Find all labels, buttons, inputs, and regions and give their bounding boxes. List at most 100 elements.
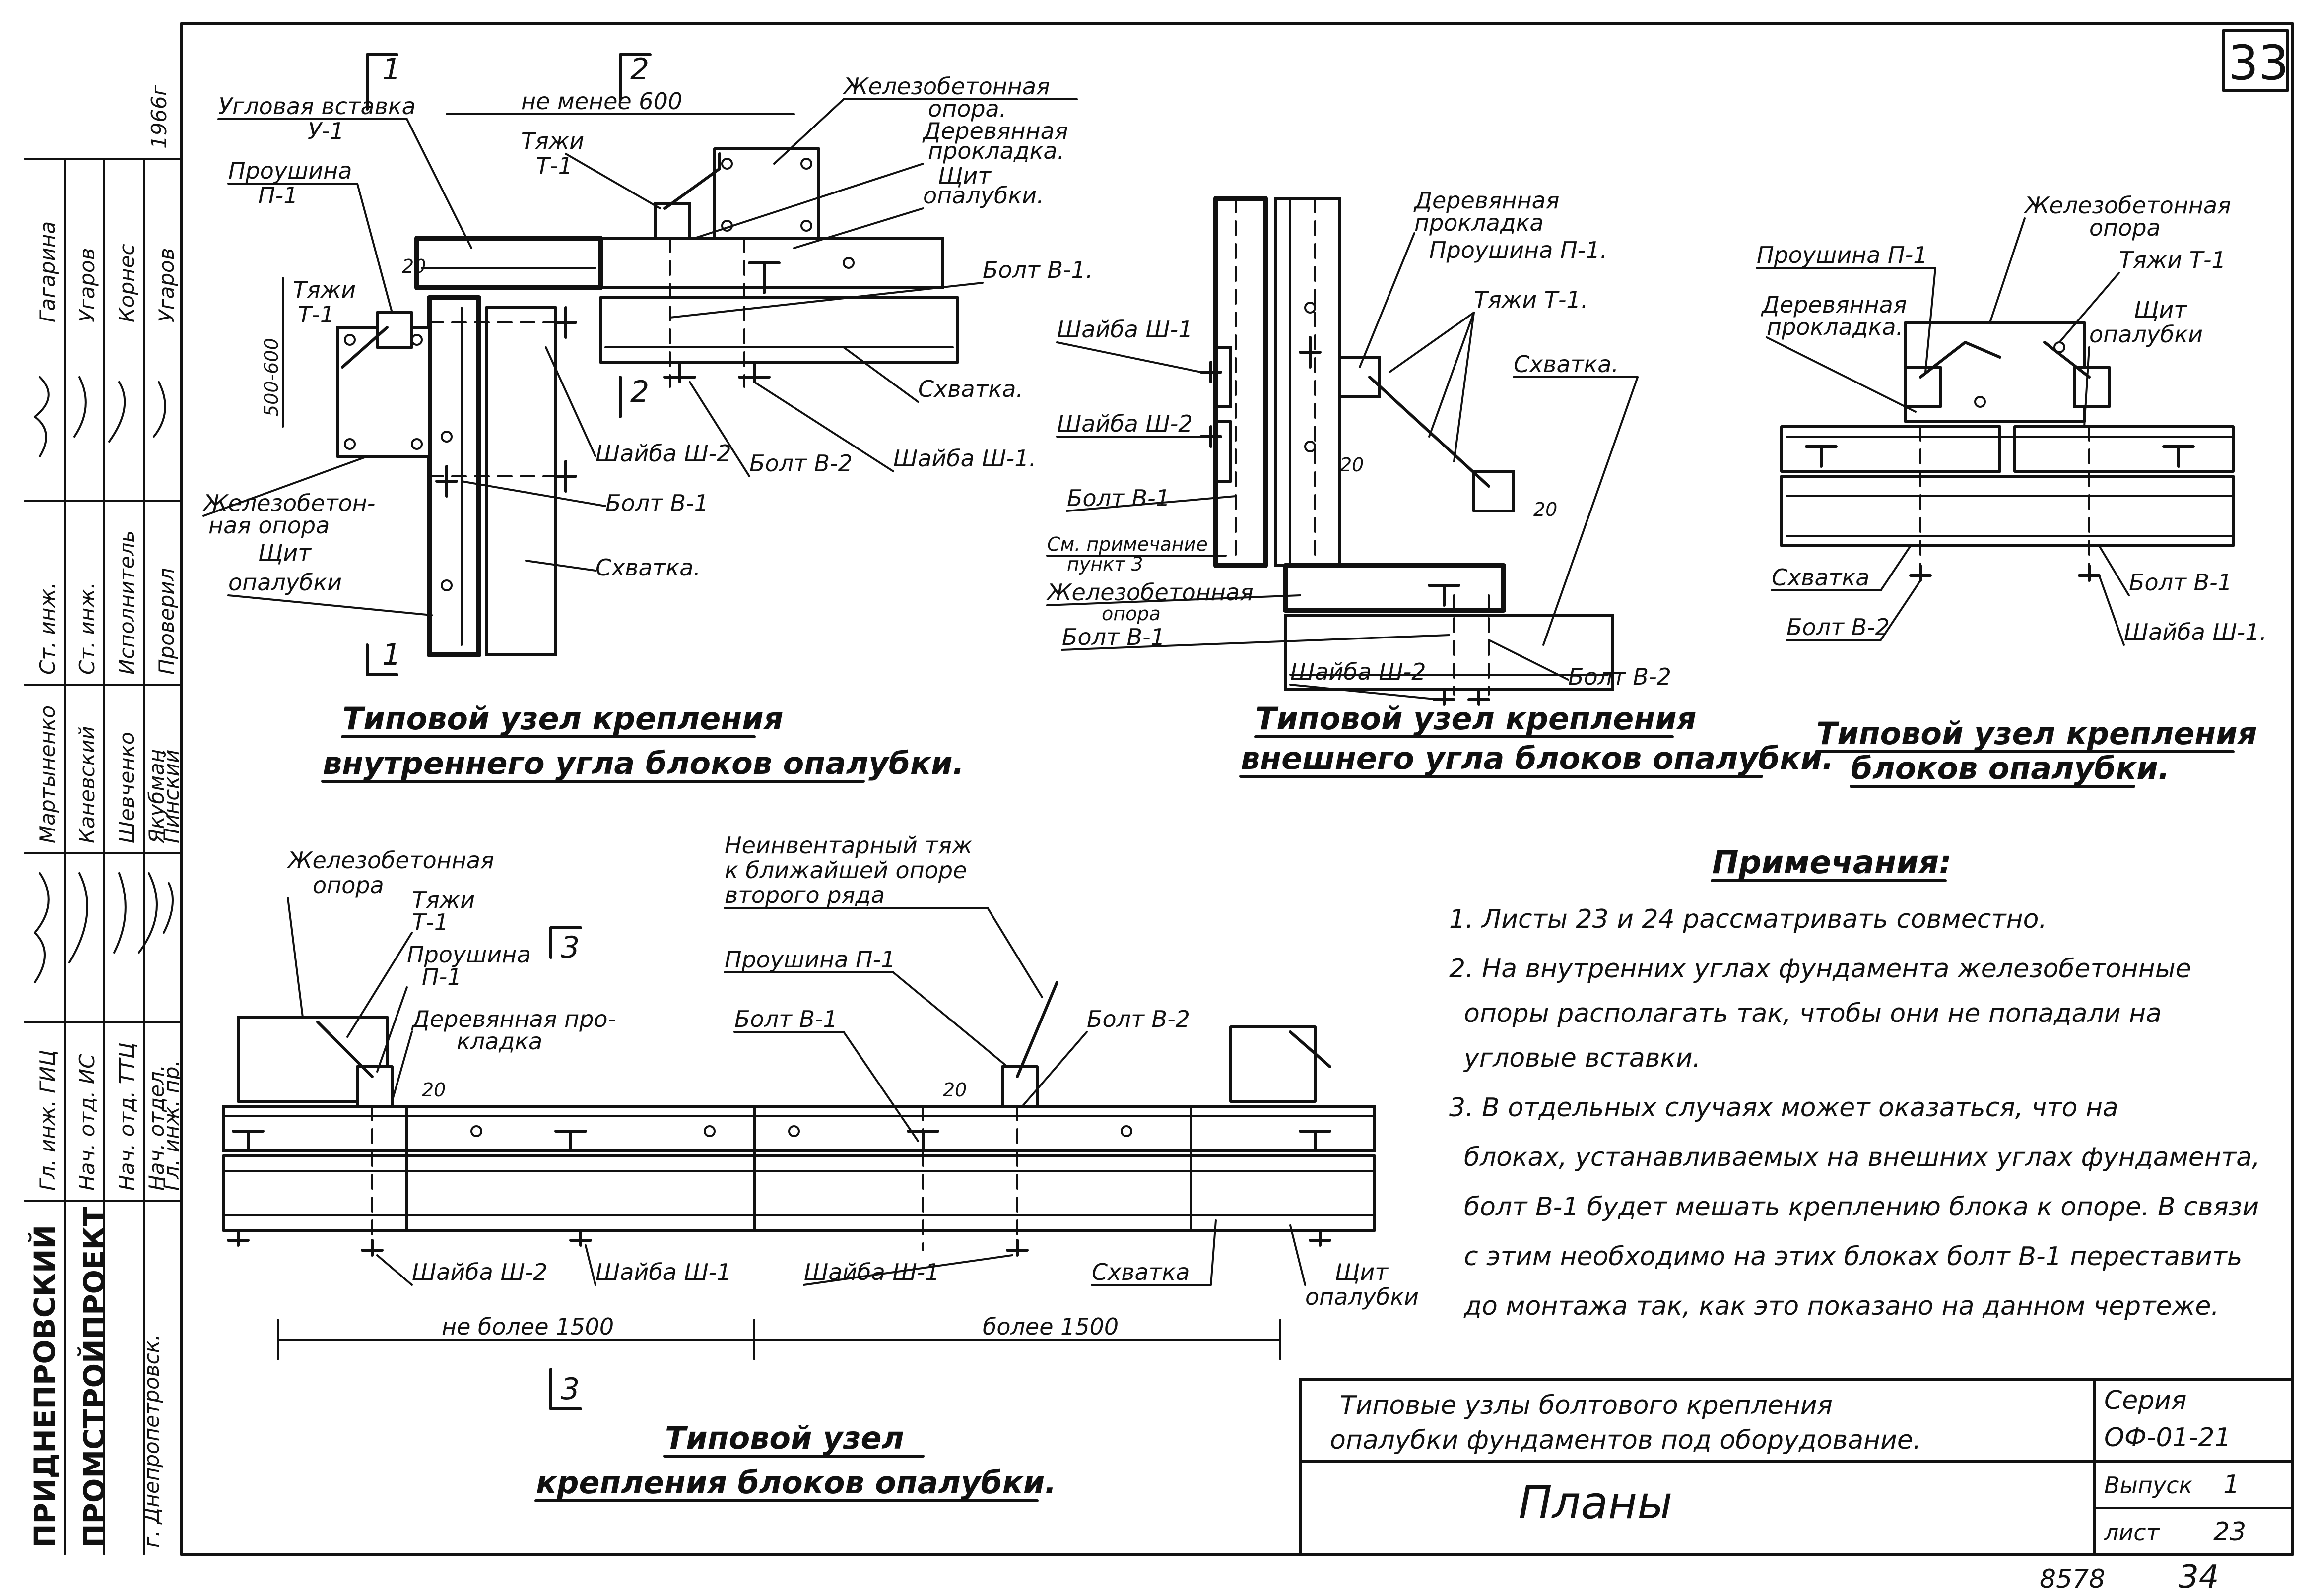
name-0: Мартыненко xyxy=(35,705,60,843)
v1-uglovaya: Угловая вставка xyxy=(218,93,416,120)
v1-uglovaya-code: У-1 xyxy=(308,118,344,144)
v3-shaiba-sh1: Шайба Ш-1. xyxy=(2124,619,2267,645)
v2-proushina: Проушина П-1. xyxy=(1429,237,1607,263)
bottom-page: 34 xyxy=(2179,1559,2219,1594)
v3-caption-2: блоков опалубки. xyxy=(1851,750,2170,786)
v2-bolt-b2: Болт В-2 xyxy=(1568,663,1671,690)
v2-caption-2: внешнего угла блоков опалубки. xyxy=(1241,740,1834,776)
view-blocks-long: не более 1500 более 1500 20 20 3 3 Желез… xyxy=(222,832,1419,1502)
role-6: Ст. инж. xyxy=(75,582,99,675)
v3-bolt-b1: Болт В-1 xyxy=(2129,569,2232,596)
v1-zhb-left2: ная опора xyxy=(208,512,330,539)
v1-skhvatka-right: Схватка. xyxy=(918,376,1023,402)
v4-proushina2: П-1 xyxy=(422,963,462,990)
v1-derev2: прокладка. xyxy=(928,137,1064,164)
v4-proushina: Проушина xyxy=(407,941,530,968)
v2-skhvatka: Схватка. xyxy=(1514,351,1619,378)
v4-dim-20b: 20 xyxy=(943,1079,967,1101)
v1-tyazhi-left: Тяжи xyxy=(293,276,356,303)
v1-proushina-code: П-1 xyxy=(258,182,298,209)
v3-zhb: Железобетонная xyxy=(2023,192,2231,219)
v2-caption-1: Типовой узел крепления xyxy=(1256,701,1696,737)
signature-scribbles xyxy=(34,376,174,983)
v4-shaiba-sh2: Шайба Ш-2 xyxy=(412,1259,548,1285)
v2-shaiba-sh2b: Шайба Ш-2 xyxy=(1290,658,1426,685)
v1-skhvatka-low: Схватка. xyxy=(595,554,701,581)
v3-tyazhi: Тяжи Т-1 xyxy=(2119,247,2226,273)
v1-caption-2: внутреннего угла блоков опалубки. xyxy=(323,745,964,781)
v1-section-2: 2 xyxy=(630,52,649,87)
v1-section-1: 1 xyxy=(382,52,401,87)
v4-shaiba-sh1a: Шайба Ш-1 xyxy=(595,1259,731,1285)
view-inner-corner: 1 2 не менее 600 xyxy=(202,52,1093,783)
name-1: Каневский xyxy=(75,726,99,843)
v4-skhvatka: Схватка xyxy=(1092,1259,1190,1285)
v4-bolt-b2: Болт В-2 xyxy=(1087,1006,1190,1032)
role-5: Ст. инж. xyxy=(35,582,60,675)
tb-title-2: опалубки фундаментов под оборудование. xyxy=(1330,1425,1921,1455)
v4-zhb: Железобетонная xyxy=(286,847,494,874)
note-line-3: угловые вставки. xyxy=(1463,1043,1701,1073)
v1-shchit2: опалубки. xyxy=(923,182,1044,209)
v3-zhb2: опора xyxy=(2089,214,2161,241)
v2-dim-20a: 20 xyxy=(1340,454,1364,476)
v1-zhb-top: Железобетонная xyxy=(842,73,1050,100)
v2-shaiba-sh1: Шайба Ш-1 xyxy=(1057,316,1193,343)
view-outer-corner: 20 20 Деревянная прокладка Проушина П-1.… xyxy=(1046,187,1834,778)
v2-bolt-b1a: Болт В-1 xyxy=(1067,485,1170,511)
v1-dim-left: 500-600 xyxy=(261,338,282,417)
v2-shaiba-sh2a: Шайба Ш-2 xyxy=(1057,410,1193,437)
corner-number: 33 xyxy=(2228,35,2289,91)
v1-dim-top: не менее 600 xyxy=(521,88,682,115)
note-line-6: болт В-1 будет мешать креплению блока к … xyxy=(1464,1192,2259,1222)
v4-section-3a: 3 xyxy=(561,930,580,965)
role-4: Гл. инж. пр. xyxy=(159,1060,184,1191)
v2-sm-prim: См. примечание xyxy=(1047,533,1208,555)
role-2: Нач. отд. ТТЦ xyxy=(115,1042,139,1191)
v4-neinv2: к ближайшей опоре xyxy=(725,857,967,884)
note-line-0: 1. Листы 23 и 24 рассматривать совместно… xyxy=(1449,904,2047,934)
notes-block: Примечания: 1. Листы 23 и 24 рассматрива… xyxy=(1449,844,2260,1321)
v4-tyazhi2: Т-1 xyxy=(412,909,449,936)
v4-tyazhi: Тяжи xyxy=(412,887,475,913)
tb-list-label: лист xyxy=(2104,1519,2160,1546)
v4-caption-2: крепления блоков опалубки. xyxy=(536,1465,1057,1501)
view-block-fastening: Железобетонная опора Проушина П-1 Тяжи Т… xyxy=(1756,192,2267,788)
role-8: Проверил xyxy=(154,568,179,675)
frame-border xyxy=(180,22,2294,1556)
org-line-1: ПРИДНЕПРОВСКИЙ xyxy=(27,1225,62,1548)
v1-shchit: Щит xyxy=(938,162,992,189)
name-5: Гагарина xyxy=(35,221,60,322)
v4-dim-left: не более 1500 xyxy=(442,1313,614,1340)
v1-tyazhi-top: Тяжи xyxy=(521,128,584,154)
v4-section-3b: 3 xyxy=(561,1372,580,1406)
v1-tyazhi-top-code: Т-1 xyxy=(536,152,573,179)
v1-shaiba-sh1: Шайба Ш-1. xyxy=(893,445,1036,472)
title-block: Типовые узлы болтового крепления опалубк… xyxy=(1299,1378,2294,1556)
v3-shchit2: опалубки xyxy=(2089,321,2203,348)
tb-sheet-name: Планы xyxy=(1519,1477,1672,1529)
org-line-2: ПРОМСТРОЙПРОЕКТ xyxy=(77,1207,111,1548)
v3-derev: Деревянная xyxy=(1761,291,1907,318)
v1-zhb-left: Железобетон- xyxy=(202,490,375,516)
v3-bolt-b2: Болт В-2 xyxy=(1786,614,1890,640)
v1-tyazhi-left-code: Т-1 xyxy=(298,301,334,328)
v1-dim-20: 20 xyxy=(402,255,426,277)
tb-issue-label: Выпуск xyxy=(2104,1472,2192,1499)
v4-shchit: Щит xyxy=(1335,1259,1389,1285)
v1-bolt-b1-right: Болт В-1. xyxy=(983,256,1093,283)
v4-proushina-p1: Проушина П-1 xyxy=(725,946,895,973)
name-6: Угаров xyxy=(75,248,99,322)
name-2: Шевченко xyxy=(115,732,139,843)
v1-shchit-left2: опалубки xyxy=(228,569,342,596)
tb-issue-value: 1 xyxy=(2223,1470,2240,1500)
v4-bolt-b1: Болт В-1 xyxy=(734,1006,838,1032)
v4-dim-20a: 20 xyxy=(422,1079,446,1101)
name-3: Якубман xyxy=(144,749,169,844)
corner-number-box xyxy=(2222,29,2289,92)
v4-zhb2: опора xyxy=(313,872,384,898)
note-line-4: 3. В отдельных случаях может оказаться, … xyxy=(1449,1093,2118,1123)
v1-bolt-b2: Болт В-2 xyxy=(749,450,853,477)
